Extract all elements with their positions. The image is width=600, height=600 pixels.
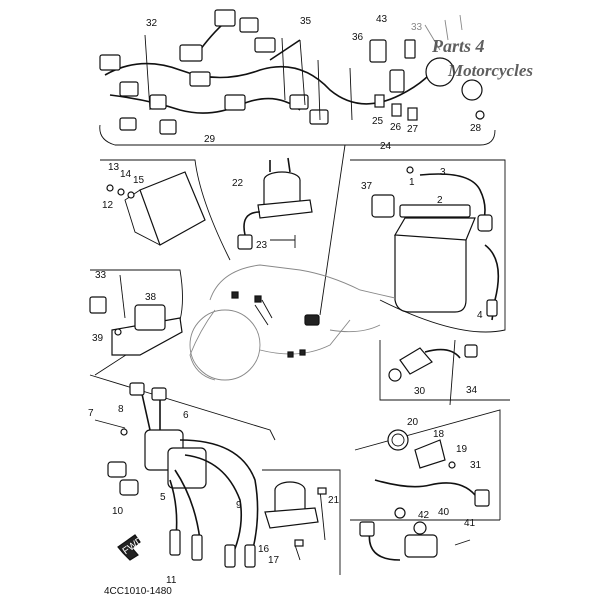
battery xyxy=(371,166,500,321)
callout-28: 28 xyxy=(470,123,482,134)
callout-34: 34 xyxy=(466,385,478,396)
cdi-bracket xyxy=(100,159,231,261)
callout-27: 27 xyxy=(407,124,419,135)
wire-harness-bracket xyxy=(99,124,496,146)
callout-42: 42 xyxy=(418,510,430,521)
callout-16: 16 xyxy=(258,544,270,555)
motorcycle-outline xyxy=(189,264,396,381)
callout-22: 22 xyxy=(232,178,244,189)
wire-harness-group xyxy=(99,9,485,135)
callout-29: 29 xyxy=(204,134,216,145)
callout-20: 20 xyxy=(407,417,419,428)
callout-7: 7 xyxy=(88,408,94,419)
callout-10: 10 xyxy=(112,506,124,517)
callout-30: 30 xyxy=(414,386,426,397)
callout-24: 24 xyxy=(380,141,392,152)
callout-43: 43 xyxy=(376,14,388,25)
callout-4: 4 xyxy=(477,310,483,321)
callout-13: 13 xyxy=(108,162,120,173)
callout-6: 6 xyxy=(183,410,189,421)
callout-3: 3 xyxy=(440,167,446,178)
flasher-relay xyxy=(237,157,313,250)
callout-25: 25 xyxy=(372,116,384,127)
callout-38: 38 xyxy=(145,292,157,303)
callout-12: 12 xyxy=(102,200,114,211)
callout-33: 33 xyxy=(95,270,107,281)
watermark: Parts 4 Motorcycles xyxy=(431,36,533,80)
ignition-coils xyxy=(94,382,259,568)
callout-21: 21 xyxy=(328,495,340,506)
switch-bracket xyxy=(379,340,510,401)
callout-2: 2 xyxy=(437,195,443,206)
watermark-line2: Motorcycles xyxy=(447,61,533,80)
callout-8: 8 xyxy=(118,404,124,415)
coil-bracket xyxy=(89,374,276,441)
diagram-code: 4CC1010-1480 xyxy=(104,586,172,597)
callout-41: 41 xyxy=(464,518,476,529)
horn-bracket xyxy=(262,469,341,575)
callout-5: 5 xyxy=(160,492,166,503)
callouts: 1 2 3 4 5 6 7 8 9 10 11 12 13 14 15 16 1… xyxy=(88,14,483,586)
callout-40: 40 xyxy=(438,507,450,518)
callout-15: 15 xyxy=(133,175,145,186)
callout-11: 11 xyxy=(166,575,177,586)
callout-37: 37 xyxy=(361,181,373,192)
callout-18: 18 xyxy=(433,429,445,440)
neutral-switch xyxy=(388,339,478,406)
sidestand-switch xyxy=(359,507,471,561)
callout-35: 35 xyxy=(300,16,312,27)
callout-14: 14 xyxy=(120,169,132,180)
starter-relay xyxy=(89,274,183,356)
callout-9: 9 xyxy=(236,500,242,511)
callout-19: 19 xyxy=(456,444,468,455)
callout-26: 26 xyxy=(390,122,402,133)
fwd-arrow xyxy=(117,534,141,561)
callout-23: 23 xyxy=(256,240,268,251)
callout-36: 36 xyxy=(352,32,364,43)
callout-32: 32 xyxy=(146,18,158,29)
leader-harness xyxy=(319,144,346,316)
callout-1: 1 xyxy=(409,177,415,188)
speed-sensor xyxy=(374,429,490,507)
watermark-line1: Parts 4 xyxy=(431,36,485,56)
cdi-unit xyxy=(106,171,206,246)
horn xyxy=(264,481,327,561)
callout-33-top: 33 xyxy=(411,22,423,33)
callout-39: 39 xyxy=(92,333,104,344)
callout-17: 17 xyxy=(268,555,280,566)
callout-31: 31 xyxy=(470,460,482,471)
